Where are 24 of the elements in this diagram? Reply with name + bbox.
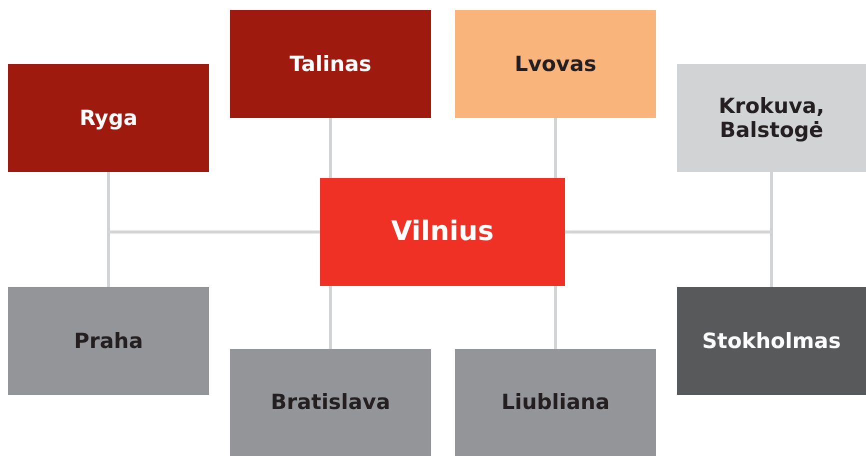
connector-line <box>329 118 332 178</box>
city-box <box>230 349 431 456</box>
connector-line <box>565 230 773 287</box>
city-box <box>230 10 431 118</box>
city-name: Krokuva, Balstogė <box>718 94 826 142</box>
city-box <box>677 287 866 395</box>
connector-line <box>329 286 332 349</box>
city-name: Lvovas <box>514 52 596 76</box>
city-name: Vilnius <box>391 216 494 248</box>
city-box <box>8 287 209 395</box>
city-name: Liubliana <box>501 390 610 415</box>
city-box <box>455 10 656 118</box>
city-box <box>320 178 565 286</box>
city-box <box>8 64 209 172</box>
city-box <box>677 64 866 172</box>
connector-line <box>554 286 557 349</box>
city-name: Ryga <box>79 106 138 130</box>
city-name: Praha <box>74 328 144 354</box>
connector-line <box>554 118 557 178</box>
city-name: Stokholmas <box>702 328 841 354</box>
connector-line <box>107 230 320 287</box>
city-name: Talinas <box>290 52 372 76</box>
city-box <box>455 349 656 456</box>
city-name: Bratislava <box>270 390 390 415</box>
